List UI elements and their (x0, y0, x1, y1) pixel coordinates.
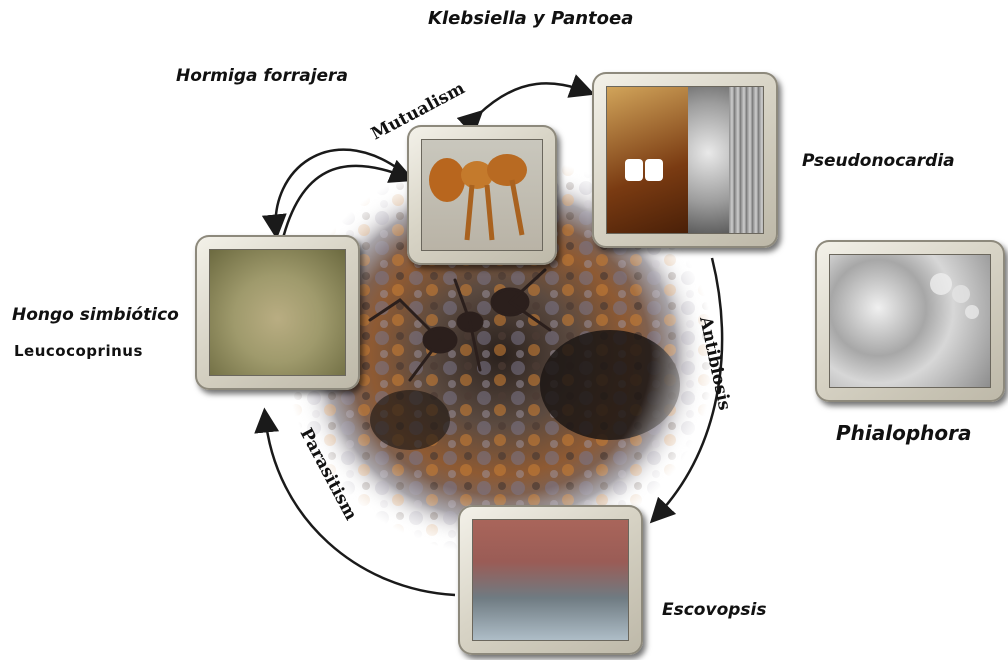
leucocoprinus-garden-photo (209, 249, 346, 376)
phialophora-photo-frame (815, 240, 1005, 402)
pseudonocardia-photo (606, 86, 764, 234)
label-leucocoprinus: Leucocoprinus (14, 342, 143, 360)
label-pseudonocardia: Pseudonocardia (802, 151, 955, 171)
label-phialophora: Phialophora (836, 421, 972, 445)
phialophora-photo (829, 254, 991, 388)
ant-photo-frame (407, 125, 557, 265)
label-hormiga-forrajera: Hormiga forrajera (176, 66, 348, 86)
arrow-fungus-to-ant (282, 166, 408, 242)
pseudonocardia-photo-frame (592, 72, 778, 248)
relation-parasitism: Parasitism (296, 425, 361, 524)
label-hongo-simbiotico: Hongo simbiótico (12, 305, 179, 325)
escovopsis-photo (472, 519, 629, 641)
arrow-mutualism (478, 83, 588, 115)
relation-antibiosis: Antibiosis (695, 314, 735, 412)
label-klebsiella-pantoea: Klebsiella y Pantoea (428, 8, 633, 29)
arrow-parasitism (265, 415, 455, 595)
leafcutter-ant-photo (421, 139, 543, 251)
label-escovopsis: Escovopsis (662, 600, 766, 620)
arrow-ant-to-fungus (276, 150, 400, 232)
fungus-photo-frame (195, 235, 360, 390)
escovopsis-photo-frame (458, 505, 643, 655)
